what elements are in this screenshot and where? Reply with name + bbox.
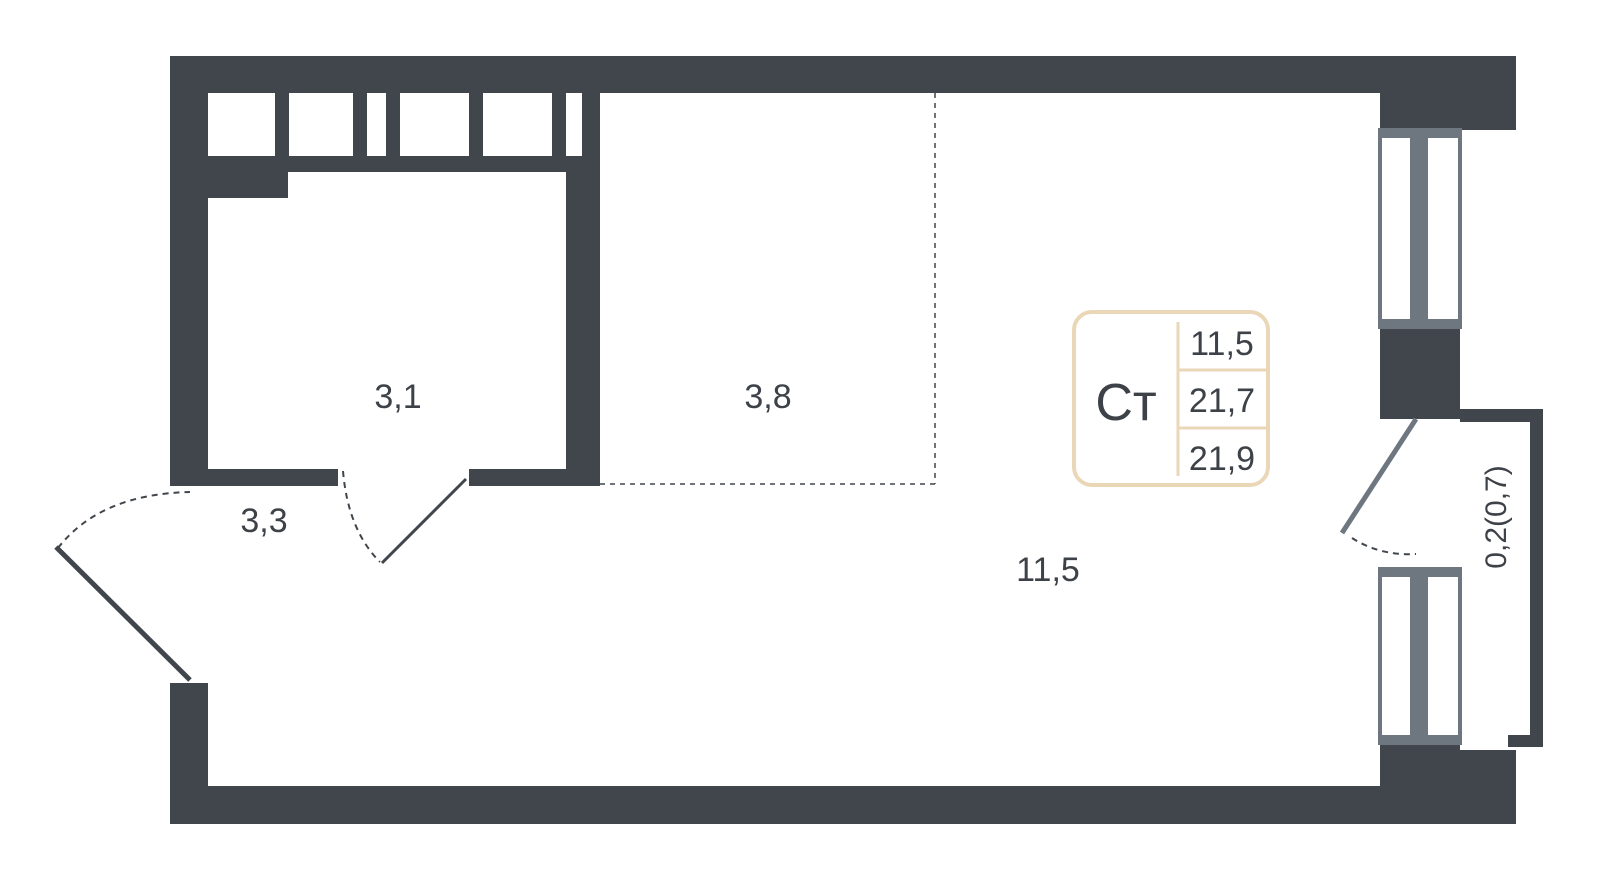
window-upper-top-bar (1380, 130, 1460, 138)
window-lower-mullion (1410, 569, 1428, 743)
badge-type-label: Ст (1095, 374, 1156, 432)
balcony-area-label: 0,2(0,7) (1480, 465, 1513, 568)
wall-right-top (1380, 93, 1416, 133)
outer-walls (170, 56, 1516, 824)
hallway-area-label: 3,3 (240, 502, 287, 540)
window-upper-bottom-bar (1380, 319, 1460, 327)
bathroom-wall-bottom-left (170, 469, 338, 486)
apartment-badge: Ст 11,5 21,7 21,9 (1072, 310, 1270, 487)
shelf-divider-5 (552, 93, 566, 156)
shelf-divider-4 (469, 93, 483, 156)
bathroom-wall-right (582, 93, 600, 486)
kitchen-area-label: 3,8 (744, 378, 791, 416)
entrance-door-leaf (54, 545, 192, 682)
wall-left-upper (170, 56, 208, 486)
bathroom-door-leaf (380, 477, 468, 565)
window-lower-bottom-bar (1380, 735, 1460, 743)
shelf-divider-1 (275, 93, 289, 172)
wall-top (170, 56, 1516, 93)
window-upper (1378, 128, 1462, 329)
window-lower (1378, 567, 1462, 745)
balcony-door-leaf (1339, 417, 1419, 535)
entrance-door-swing (57, 491, 191, 549)
window-lower-top-bar (1380, 569, 1460, 577)
badge-living-area: 11,5 (1190, 325, 1254, 363)
shelf-divider-2 (353, 93, 367, 156)
shelf-ledge (208, 156, 582, 172)
doors (54, 417, 1419, 682)
badge-total-area: 21,7 (1189, 382, 1255, 420)
bathroom-wall-bottom-right (469, 469, 600, 486)
badge-total-area-with-balcony: 21,9 (1189, 440, 1255, 478)
wall-right-bottom (1380, 743, 1460, 787)
kitchen-zone-boundary (600, 93, 936, 485)
living-area-label: 11,5 (1016, 551, 1080, 589)
shelf-cutout-left (208, 172, 288, 198)
bathroom-wall-inner (566, 172, 582, 469)
window-upper-mullion (1410, 130, 1428, 327)
badge-frame (1072, 310, 1270, 487)
wall-right-middle (1380, 327, 1460, 419)
balcony-outline (1460, 409, 1543, 747)
bathroom-door-swing (342, 470, 381, 563)
shelf-divider-3 (386, 93, 400, 156)
wall-bottom (170, 786, 1516, 824)
bathroom-area-label: 3,1 (374, 378, 421, 416)
bathroom-walls (170, 93, 600, 486)
balcony-door-swing (1351, 537, 1417, 556)
